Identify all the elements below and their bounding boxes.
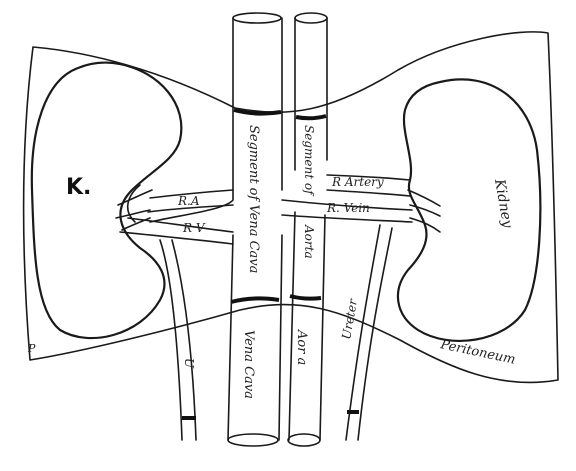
label-renal-artery-right: R Artery [331,175,384,189]
label-renal-vein-left: R V [182,221,206,235]
label-peritoneum: Peritoneum [438,337,516,368]
vena-cava-band-lower [231,298,279,302]
vena-cava-bottom [228,434,278,446]
aorta-band-upper [296,116,326,118]
label-kidney-left: K. [66,175,91,200]
label-ureter-left: U [182,358,196,369]
peritoneum-sheet [24,32,558,383]
aorta [289,18,295,440]
right-hilum-vessels [408,190,440,232]
aorta-top [295,13,327,23]
label-vena-cava-segment: Segment of Vena Cava [246,125,261,273]
kidney-left [32,63,182,338]
kidney-left-hilum [128,185,140,222]
label-vena-cava-lower: Vena Cava [241,330,256,399]
renal-vein-left [120,218,233,244]
aorta-bottom [288,434,320,446]
label-renal-artery-left: R.A [177,194,200,208]
label-ureter-right: Ureter [339,297,360,341]
label-aorta-segment: Segment of [302,125,316,197]
aorta-right-wall [320,18,327,440]
label-renal-vein-right: R. Vein [326,201,370,215]
label-peritoneum-corner: P [27,342,36,355]
label-aorta-upper: Aorta [302,224,316,259]
vena-cava-right-wall [279,18,282,440]
kidney-right [398,79,540,341]
label-kidney-right: Kidney [491,177,516,230]
aorta-band-lower [290,296,321,299]
ureter-left [160,240,196,440]
label-aorta-lower: Aor a [294,329,309,365]
vena-cava-top [233,13,281,23]
